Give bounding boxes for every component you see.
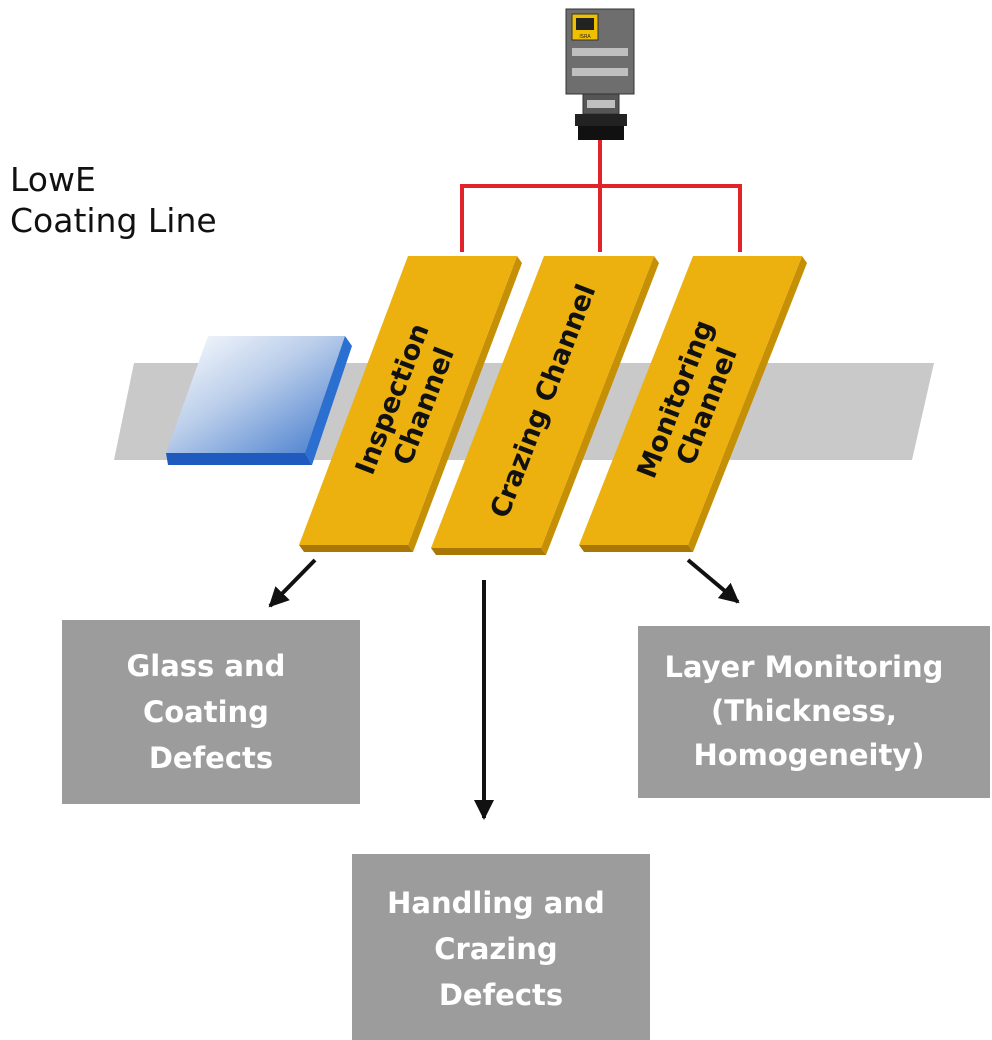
glass-pane [166,336,352,465]
layer-monitoring-text: Layer Monitoring (Thickness, Homogeneity… [664,650,953,772]
glass-defects-text: Glass and Coating Defects [126,649,295,775]
output-handling-crazing-defects: Handling and Crazing Defects [352,854,650,1040]
output-layer-monitoring: Layer Monitoring (Thickness, Homogeneity… [638,626,990,798]
title-line-1: LowE [10,160,96,199]
output-glass-coating-defects: Glass and Coating Defects [62,620,360,804]
camera-badge-text: ISRA [579,34,591,40]
channel-inspection: Inspection Channel [299,256,522,552]
title-line-2: Coating Line [10,201,217,240]
arrow-to-layer-monitoring [686,558,740,604]
camera-icon: ISRA [565,8,635,140]
signal-wires [460,140,742,252]
handling-defects-text: Handling and Crazing Defects [387,886,615,1012]
arrow-to-glass-defects [268,558,317,608]
line-title: LowE Coating Line [10,160,217,240]
